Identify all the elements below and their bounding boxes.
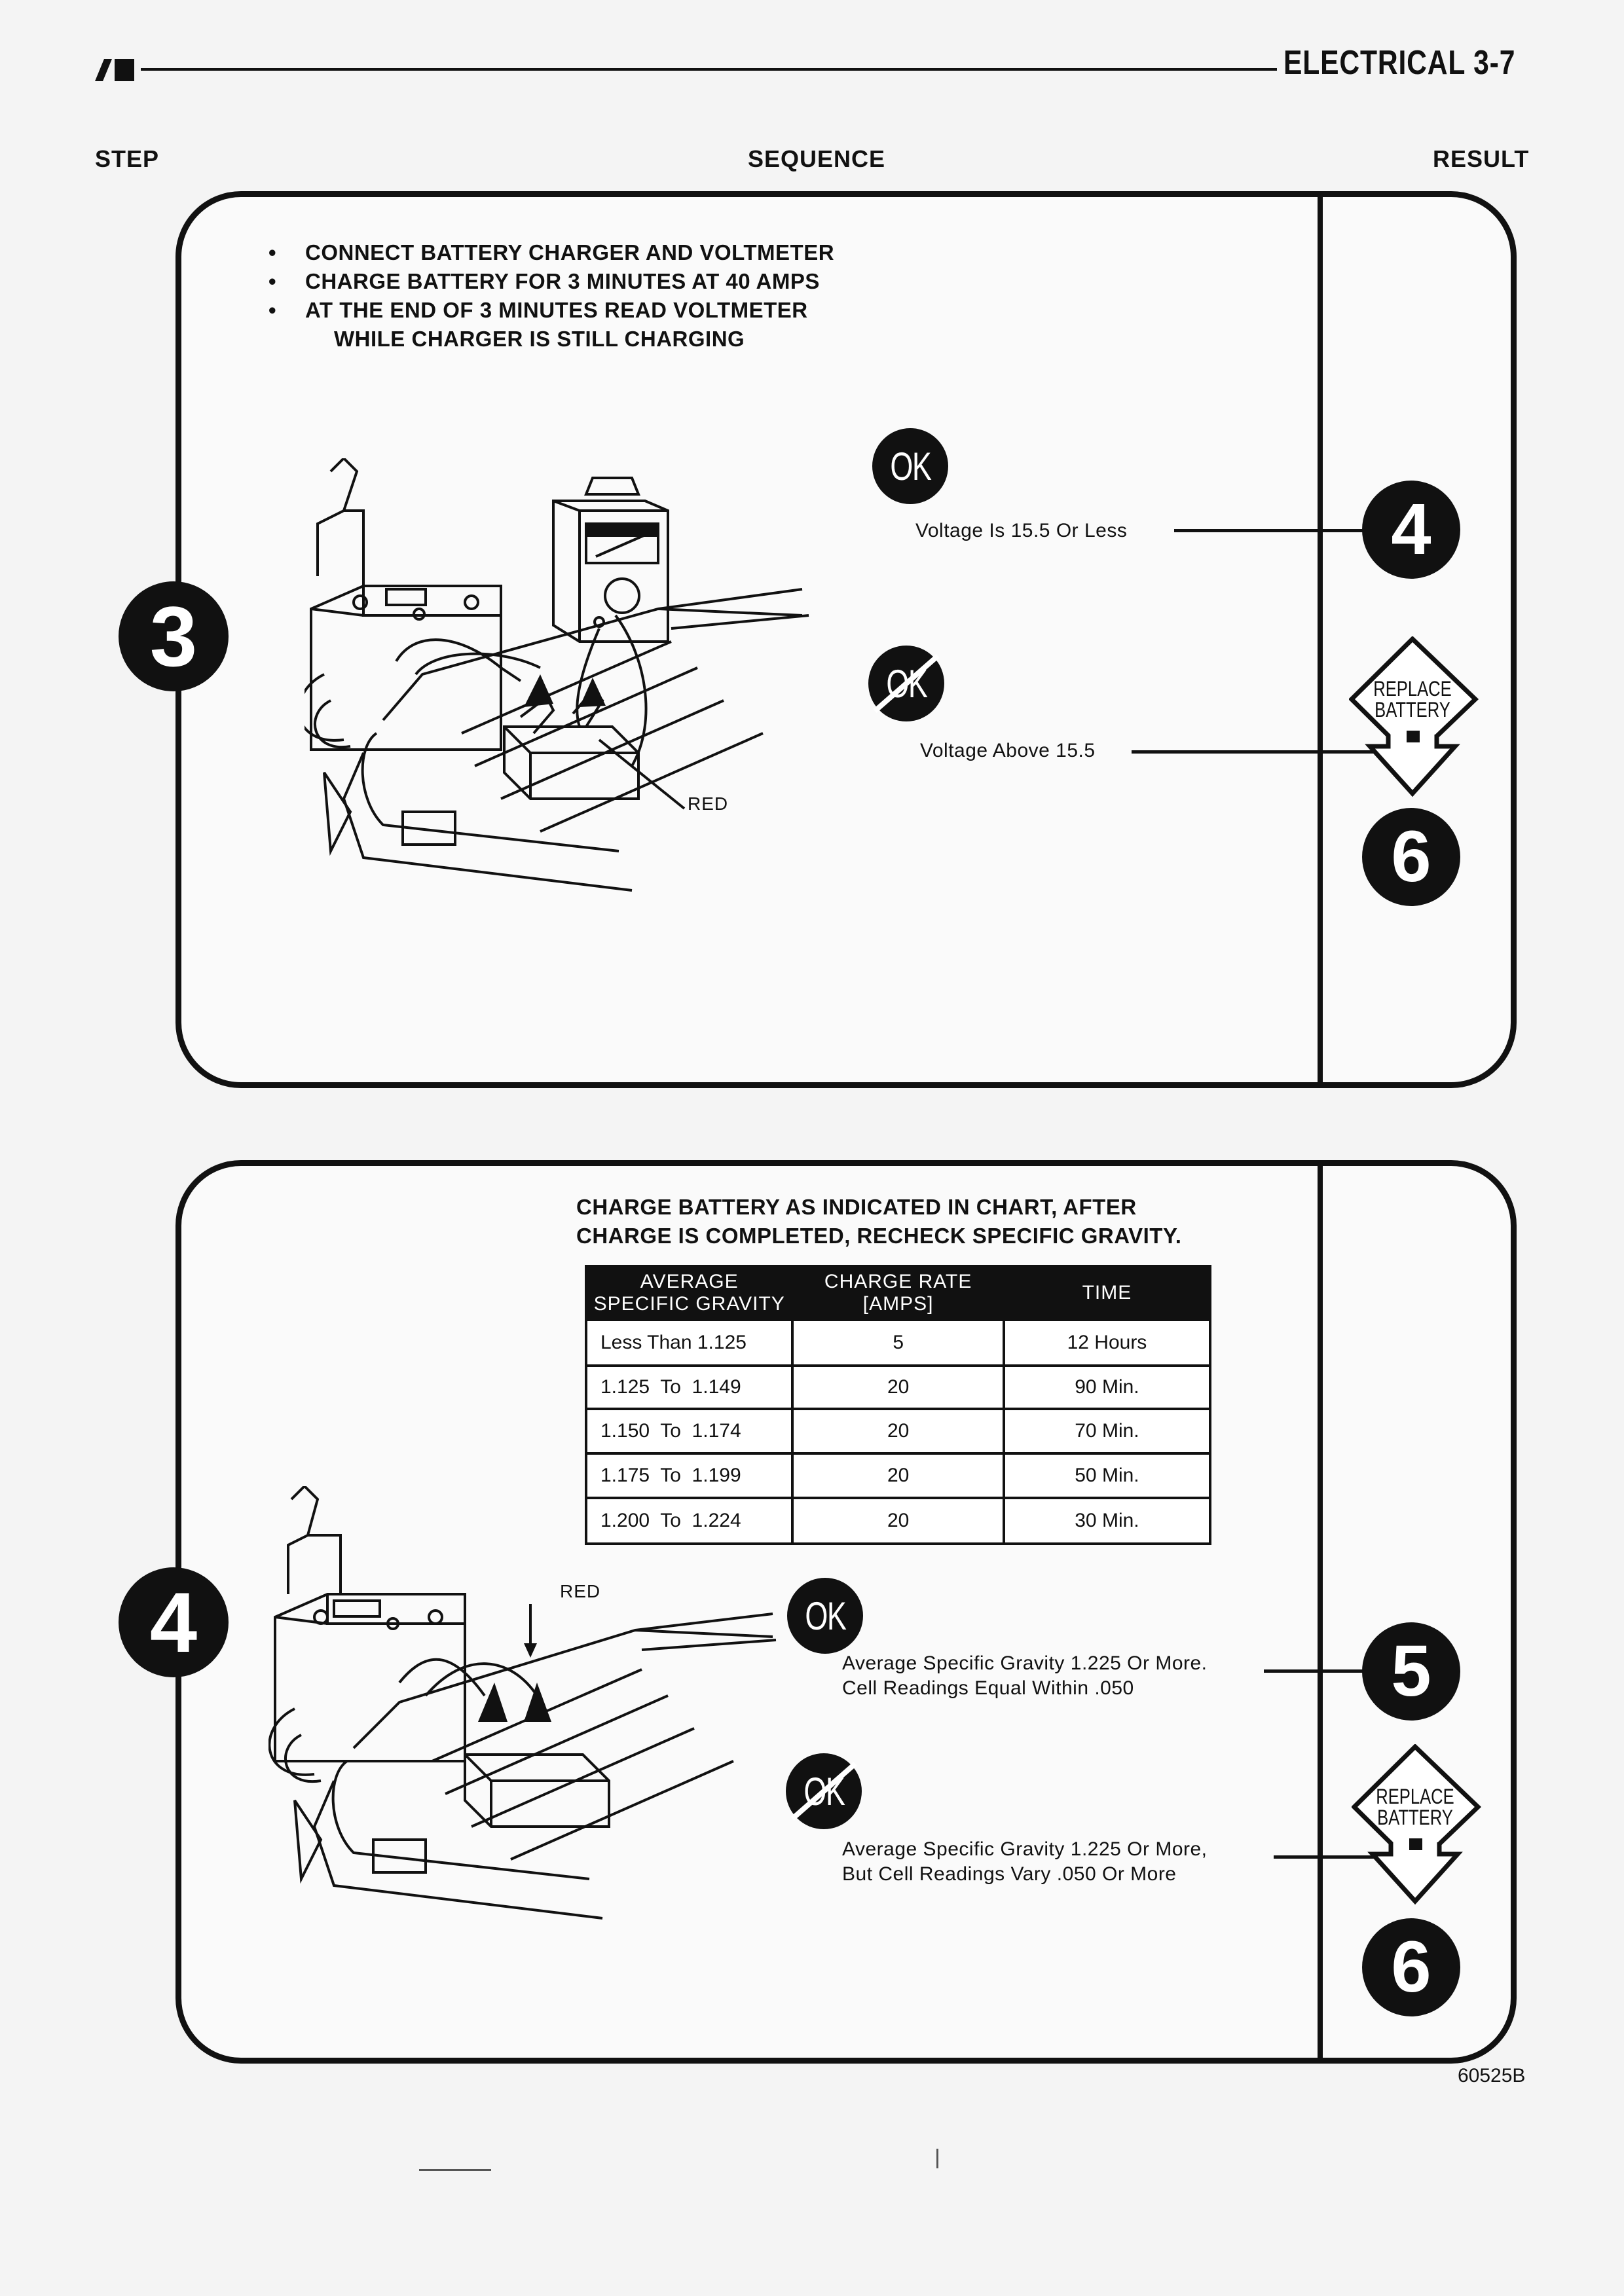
table-row: Less Than 1.125 5 12 Hours: [584, 1319, 1212, 1367]
step-3-instruction: CONNECT BATTERY CHARGER AND VOLTMETER: [268, 238, 834, 267]
brand-logo-icon: [95, 59, 134, 81]
result-5-circle: 5: [1362, 1622, 1460, 1721]
step-4-instruction: CHARGE IS COMPLETED, RECHECK SPECIFIC GR…: [576, 1224, 1182, 1248]
step-3-panel: [175, 191, 1517, 1088]
table-header-rate: CHARGE RATE[AMPS]: [791, 1265, 1005, 1321]
page-title: ELECTRICAL 3-7: [1283, 44, 1516, 82]
step-4-instruction: CHARGE BATTERY AS INDICATED IN CHART, AF…: [576, 1195, 1137, 1219]
column-result-heading: RESULT: [1433, 145, 1530, 172]
leader-line: [1174, 529, 1371, 532]
leader-line: [1132, 750, 1387, 754]
table-row: 1.125 To 1.149 20 90 Min.: [584, 1364, 1212, 1410]
replace-line-2: BATTERY: [1377, 1806, 1453, 1829]
step-4-red-label: RED: [560, 1581, 601, 1601]
leader-line: [1274, 1855, 1385, 1859]
step-3-not-ok-result-text: Voltage Above 15.5: [920, 740, 1096, 761]
replace-battery-arrow-icon: [1352, 1744, 1482, 1905]
table-header-time: TIME: [1002, 1265, 1212, 1321]
step-3-ok-result-text: Voltage Is 15.5 Or Less: [915, 520, 1128, 541]
replace-line-1: REPLACE: [1376, 1785, 1454, 1808]
ok-icon: OK: [787, 1578, 863, 1654]
step-3-result-divider: [1318, 196, 1323, 1083]
table-row: 1.150 To 1.174 20 70 Min.: [584, 1408, 1212, 1455]
battery-charger-illustration: [304, 458, 809, 892]
step-4-result-divider: [1318, 1165, 1323, 2058]
result-6-circle: 6: [1362, 1918, 1460, 2016]
replace-battery-label: REPLACE BATTERY: [1364, 1786, 1466, 1828]
step-4-instructions: CHARGE BATTERY AS INDICATED IN CHART, AF…: [576, 1193, 1181, 1250]
not-ok-slash-icon: [790, 1761, 857, 1821]
table-cell: 70 Min.: [1002, 1408, 1212, 1455]
table-cell: 1.200 To 1.224: [584, 1497, 794, 1545]
column-sequence-heading: SEQUENCE: [748, 145, 886, 172]
replace-battery-label: REPLACE BATTERY: [1361, 678, 1463, 720]
result-4-circle: 4: [1362, 481, 1460, 579]
table-cell: Less Than 1.125: [584, 1319, 794, 1367]
result-6-circle: 6: [1362, 808, 1460, 906]
step-4-not-ok-result-text: Average Specific Gravity 1.225 Or More, …: [842, 1837, 1208, 1887]
table-cell: 12 Hours: [1002, 1319, 1212, 1367]
table-cell: 20: [791, 1497, 1005, 1545]
table-cell: 5: [791, 1319, 1005, 1367]
step-4-not-ok-text-line: Average Specific Gravity 1.225 Or More,: [842, 1838, 1208, 1860]
table-cell: 30 Min.: [1002, 1497, 1212, 1545]
step-3-instructions: CONNECT BATTERY CHARGER AND VOLTMETER CH…: [268, 238, 834, 354]
step-3-red-label: RED: [688, 793, 729, 814]
replace-battery-arrow-icon: [1349, 636, 1479, 797]
table-cell: 20: [791, 1408, 1005, 1455]
step-4-ok-text-line: Average Specific Gravity 1.225 Or More.: [842, 1652, 1208, 1674]
not-ok-slash-icon: [873, 653, 940, 714]
step-3-number-circle: 3: [119, 581, 229, 691]
table-cell: 20: [791, 1452, 1005, 1499]
replace-line-1: REPLACE: [1373, 677, 1452, 701]
table-cell: 90 Min.: [1002, 1364, 1212, 1410]
table-cell: 50 Min.: [1002, 1452, 1212, 1499]
battery-charger-illustration: [268, 1486, 777, 1920]
header-rule: [141, 68, 1277, 71]
table-cell: 1.150 To 1.174: [584, 1408, 794, 1455]
scan-mark: [936, 2149, 938, 2168]
scan-mark: [419, 2169, 491, 2171]
table-row: 1.175 To 1.199 20 50 Min.: [584, 1452, 1212, 1499]
step-4-ok-result-text: Average Specific Gravity 1.225 Or More. …: [842, 1651, 1208, 1701]
step-4-ok-text-line: Cell Readings Equal Within .050: [842, 1677, 1134, 1699]
table-cell: 20: [791, 1364, 1005, 1410]
step-3-instruction: CHARGE BATTERY FOR 3 MINUTES AT 40 AMPS: [268, 267, 834, 296]
replace-line-2: BATTERY: [1375, 698, 1450, 721]
table-cell: 1.175 To 1.199: [584, 1452, 794, 1499]
column-step-heading: STEP: [95, 145, 160, 172]
step-4-not-ok-text-line: But Cell Readings Vary .050 Or More: [842, 1863, 1177, 1885]
step-3-instruction: AT THE END OF 3 MINUTES READ VOLTMETER: [268, 296, 834, 325]
step-4-number-circle: 4: [119, 1567, 229, 1677]
ok-icon: OK: [872, 428, 948, 504]
table-cell: 1.125 To 1.149: [584, 1364, 794, 1410]
document-number: 60525B: [1458, 2065, 1526, 2086]
table-row: 1.200 To 1.224 20 30 Min.: [584, 1497, 1212, 1545]
step-3-instruction-continued: WHILE CHARGER IS STILL CHARGING: [334, 327, 745, 351]
leader-line: [1264, 1669, 1375, 1673]
